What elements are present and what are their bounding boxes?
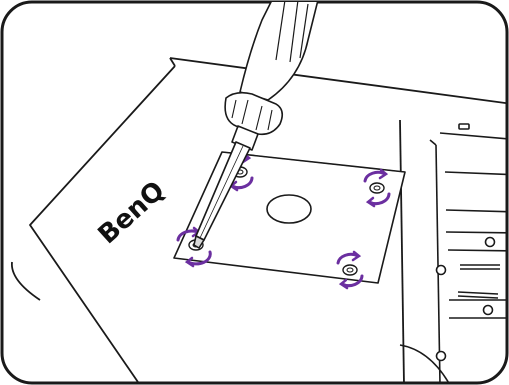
plate-center-hole: [267, 195, 311, 223]
screw-top-right: [370, 183, 384, 193]
screw-icon: [370, 183, 384, 193]
screw-icon: [343, 265, 357, 275]
screw-bottom-right: [343, 265, 357, 275]
